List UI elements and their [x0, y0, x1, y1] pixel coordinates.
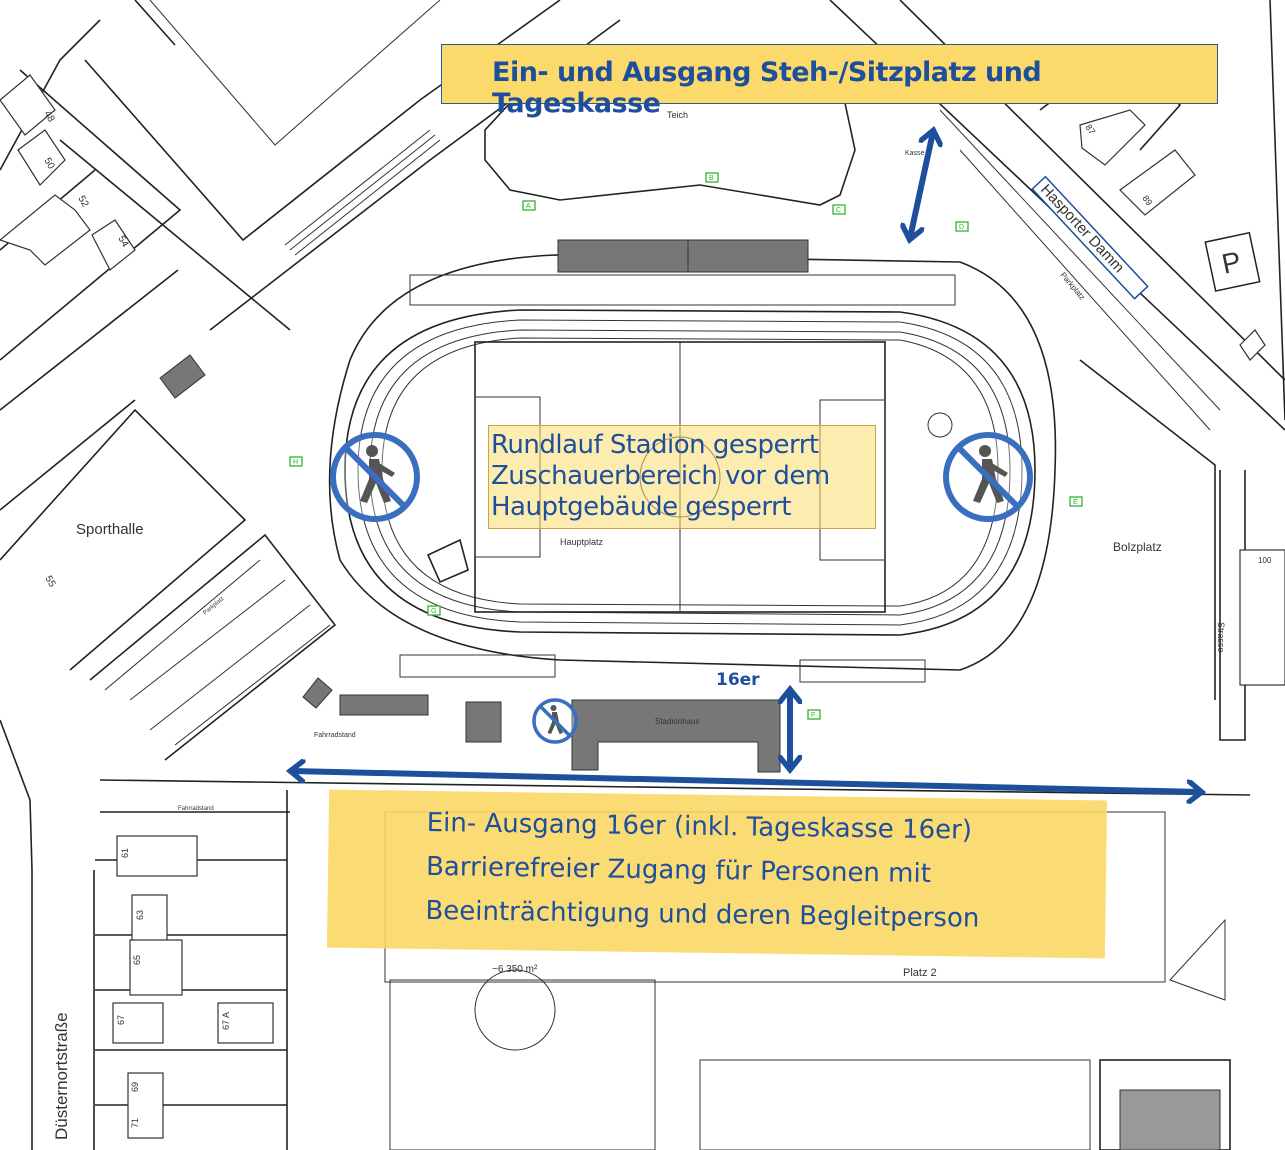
label-strasse: Strasse	[1216, 622, 1226, 653]
house-number: 65	[132, 955, 142, 965]
grandstand-north	[557, 239, 809, 273]
bolzplatz-outline	[1079, 359, 1216, 700]
house-number: 61	[120, 848, 130, 858]
stadionhaus-building	[571, 699, 781, 773]
stadium	[328, 239, 1057, 683]
house-number: 48	[41, 109, 56, 125]
house-number: 69	[130, 1082, 140, 1092]
marker-h: H	[289, 456, 303, 467]
svg-text:B: B	[709, 175, 714, 182]
svg-text:F: F	[811, 712, 815, 719]
bike-shelter	[339, 694, 429, 716]
house-number: 71	[130, 1118, 140, 1128]
house-number: 55	[42, 574, 57, 590]
label-fahrradstand: Fahrradstand	[178, 806, 214, 812]
svg-text:C: C	[836, 207, 841, 214]
marker-b: B	[705, 172, 719, 183]
entrance-banner-16er: Ein- Ausgang 16er (inkl. Tageskasse 16er…	[326, 789, 1108, 959]
house-number: 52	[75, 194, 90, 210]
svg-text:G: G	[431, 608, 436, 615]
no-walking-icon	[330, 432, 420, 522]
house-number: 54	[115, 234, 130, 250]
label-platz2: Platz 2	[903, 967, 937, 979]
closure-notice-line: Hauptgebäude gesperrt	[491, 492, 792, 522]
no-walking-icon	[943, 432, 1033, 522]
svg-text:D: D	[959, 224, 964, 231]
house-number: 63	[135, 910, 145, 920]
label-hauptplatz: Hauptplatz	[560, 537, 604, 547]
label-sporthalle: Sporthalle	[76, 521, 144, 538]
no-walking-icon	[532, 698, 578, 744]
entrance-banner-north: Ein- und Ausgang Steh-/Sitzplatz und Tag…	[441, 44, 1218, 119]
street-name-duesternortstrasse: Düsternortstraße	[52, 1012, 71, 1140]
house-number: 89	[1140, 193, 1154, 207]
shed	[302, 677, 333, 709]
entrance-banner-text: Ein- und Ausgang Steh-/Sitzplatz und Tag…	[492, 57, 1042, 119]
marker-f: F	[807, 709, 821, 720]
entrance-arrow-north	[910, 132, 933, 238]
closure-notice-line: Zuschauerbereich vor dem	[491, 461, 830, 491]
house-number: 50	[41, 156, 56, 172]
label-bolzplatz: Bolzplatz	[1113, 540, 1162, 554]
marker-d: D	[955, 221, 969, 232]
marker-e: E	[1069, 496, 1083, 507]
shed	[465, 701, 502, 743]
label-teich: Teich	[667, 110, 688, 120]
closure-notice: Rundlauf Stadion gesperrt Zuschauerberei…	[488, 425, 876, 529]
marker-a: A	[522, 200, 536, 211]
label-stadionhaus: Stadionhaus	[655, 717, 699, 726]
pond-outline	[484, 102, 856, 206]
house-number: 67 A	[221, 1012, 231, 1030]
house-number: 67	[116, 1015, 126, 1025]
parking-west	[89, 533, 337, 761]
marker-c: C	[832, 204, 846, 215]
svg-text:E: E	[1073, 499, 1078, 506]
svg-text:H: H	[293, 459, 298, 466]
label-kasse: Kasse	[905, 150, 925, 157]
house-number: 87	[1083, 122, 1097, 136]
parcels-northwest	[0, 0, 621, 671]
gate-label-16er: 16er	[716, 670, 760, 690]
closure-notice-line: Rundlauf Stadion gesperrt	[491, 430, 819, 460]
parking-sign	[1204, 231, 1261, 292]
label-parkplatz-east: Parkplatz	[1058, 271, 1086, 302]
marker-g: G	[427, 605, 441, 616]
house-number: 100	[1258, 556, 1272, 565]
entrance-banner-line: Beeinträchtigung und deren Begleitperson	[425, 895, 980, 934]
label-area: ~6.350 m²	[492, 964, 538, 975]
access-arrow-south	[292, 771, 1200, 792]
label-fahrradstand: Fahrradstand	[314, 732, 356, 739]
svg-text:A: A	[526, 203, 531, 210]
